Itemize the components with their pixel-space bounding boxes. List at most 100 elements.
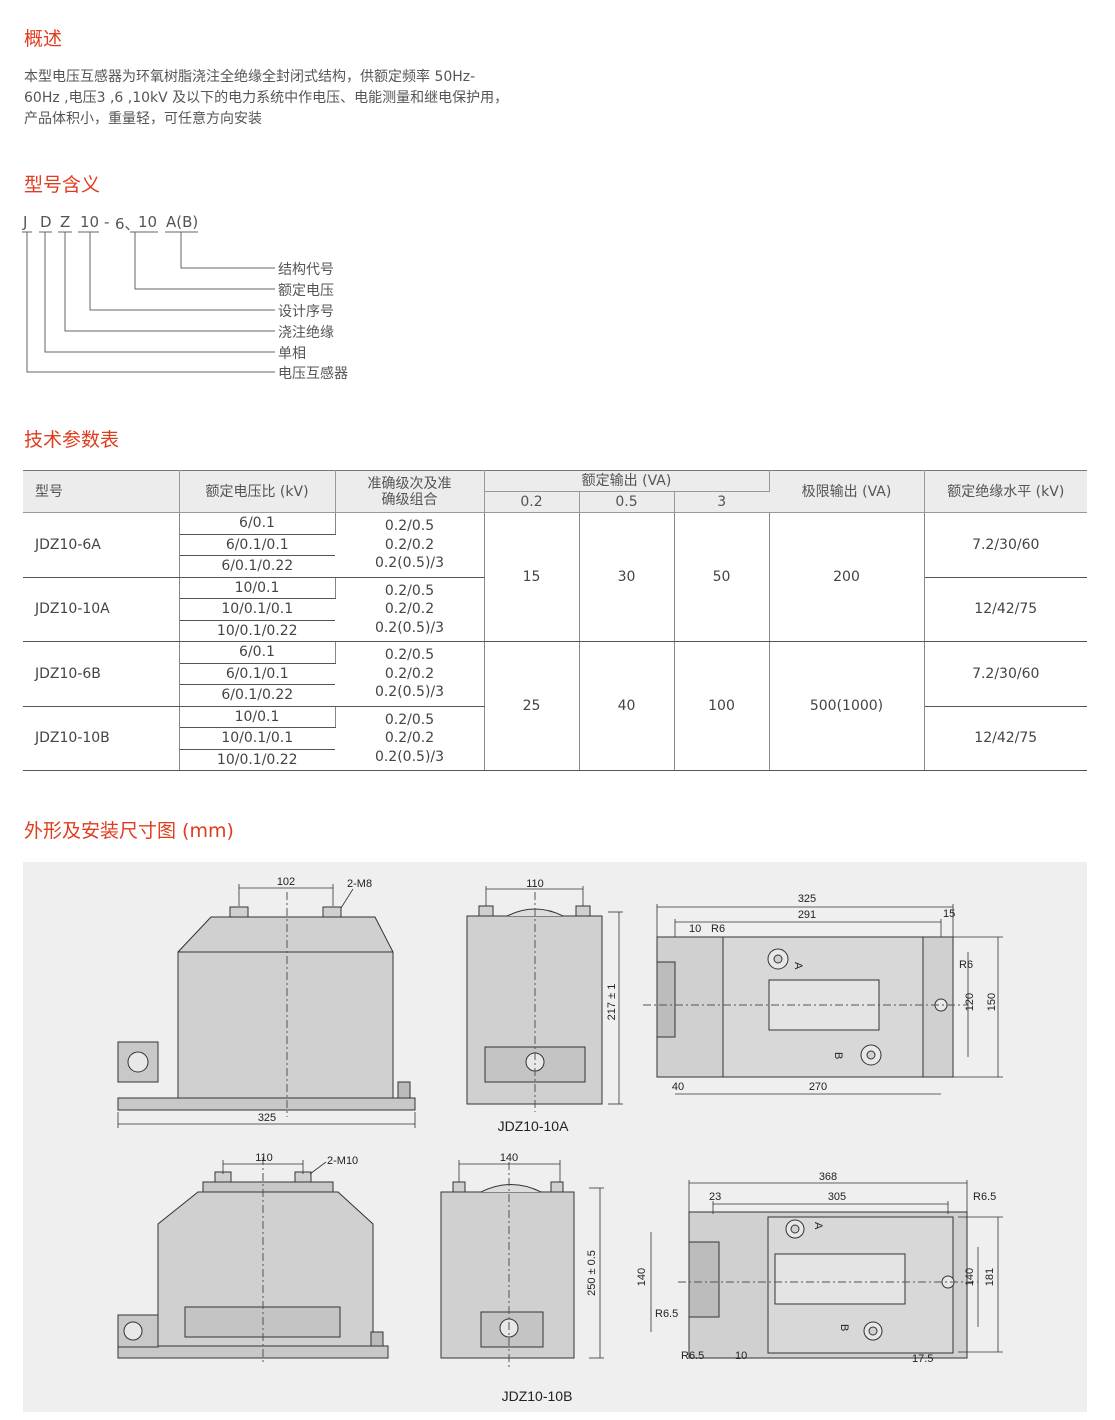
accuracy-value: 0.2/0.2 <box>384 536 435 553</box>
dim-b-radius-top: R6.5 <box>973 1191 996 1203</box>
ratio-cell: 6/0.1/0.22 <box>179 555 335 578</box>
model-cell: JDZ10-6B <box>23 641 180 707</box>
output-3-cell: 50 <box>674 512 770 642</box>
dim-a-top-total: 325 <box>798 893 816 905</box>
dim-b-radius-left: R6.5 <box>655 1308 678 1320</box>
dim-a-thread: 2-M8 <box>347 878 372 890</box>
dim-a-top-offset: 10 <box>689 923 701 935</box>
terminal-b-label: B <box>838 1324 850 1331</box>
ratio-cell: 6/0.1 <box>179 512 336 535</box>
model-cell: JDZ10-6A <box>23 512 180 578</box>
accuracy-value: 0.2/0.2 <box>384 601 435 617</box>
accuracy-value: 0.2/0.5 <box>384 647 435 663</box>
jdz10-10a-side-dims <box>485 886 623 1105</box>
model-label-rated-voltage: 额定电压 <box>278 283 334 299</box>
dimension-drawings: 102 2-M8 325 110 217 ± 1 JDZ10-10A <box>23 862 1087 1412</box>
model-code-part: J <box>23 213 28 231</box>
jdz10-10a-side-view <box>466 892 603 1112</box>
spec-table: 型号 额定电压比 (kV) 准确级次及准确级组合 额定输出 (VA) 极限输出 … <box>23 470 1087 771</box>
jdz10-10a-top-dims <box>656 904 1003 1095</box>
dim-a-bottom-offset: 40 <box>672 1081 684 1093</box>
ratio-cell: 6/0.1/0.1 <box>179 534 335 556</box>
dim-b-top-offset: 23 <box>709 1191 721 1203</box>
header-rated-output: 额定输出 (VA) <box>484 470 770 492</box>
accuracy-value: 0.2(0.5)/3 <box>374 748 445 765</box>
terminal-b-label: B <box>832 1052 844 1059</box>
output-3-cell: 100 <box>674 641 770 771</box>
accuracy-cell: 0.2/0.5 0.2/0.2 0.2(0.5)/3 <box>335 577 485 642</box>
jdz10-10b-top-view <box>678 1211 978 1359</box>
model-label-design-serial: 设计序号 <box>278 304 334 320</box>
header-ratio: 额定电压比 (kV) <box>179 470 336 513</box>
model-meaning-heading: 型号含义 <box>24 174 101 196</box>
output-0-2-cell: 25 <box>484 641 580 771</box>
dim-b-front-width: 110 <box>255 1152 273 1164</box>
dimensions-heading: 外形及安装尺寸图 (mm) <box>24 820 234 842</box>
dim-b-top-inner: 305 <box>828 1191 846 1203</box>
model-cell: JDZ10-10B <box>23 706 180 771</box>
insulation-cell: 7.2/30/60 <box>924 512 1087 578</box>
model-cell: JDZ10-10A <box>23 577 180 642</box>
header-output-0-5: 0.5 <box>579 491 675 513</box>
dim-b-thread: 2-M10 <box>327 1155 358 1167</box>
accuracy-value: 0.2/0.5 <box>384 711 435 728</box>
dim-b-bottom-edge: 17.5 <box>912 1353 933 1365</box>
dim-a-radius-right: R6 <box>959 959 973 971</box>
dim-b-left-height: 140 <box>636 1268 648 1286</box>
dim-a-front-width: 102 <box>277 876 295 888</box>
limit-output-cell: 500(1000) <box>769 641 925 771</box>
terminal-a-label: A <box>792 962 804 970</box>
jdz10-10b-top-dims <box>650 1180 1003 1353</box>
dim-a-overall-width: 150 <box>986 993 998 1011</box>
dim-b-height: 250 ± 0.5 <box>586 1250 598 1296</box>
output-0-2-cell: 15 <box>484 512 580 642</box>
jdz10-10b-front-view <box>117 1157 389 1362</box>
dim-b-radius-bottom: R6.5 <box>681 1350 704 1362</box>
dim-a-top-inner: 291 <box>798 909 816 921</box>
accuracy-value: 0.2(0.5)/3 <box>374 684 445 700</box>
model-code-part: 6、 <box>115 215 140 233</box>
dim-a-side-width: 110 <box>526 878 544 890</box>
header-insulation: 额定绝缘水平 (kV) <box>924 470 1087 513</box>
jdz10-10b-side-view <box>440 1162 575 1367</box>
accuracy-value: 0.2/0.5 <box>384 518 435 534</box>
header-accuracy: 准确级次及准确级组合 <box>335 470 485 513</box>
model-code-part: 10 <box>80 213 100 231</box>
output-0-5-cell: 40 <box>579 641 675 771</box>
ratio-cell: 10/0.1 <box>179 577 336 599</box>
ratio-cell: 10/0.1/0.1 <box>179 598 335 621</box>
terminal-a-label: A <box>812 1222 824 1230</box>
header-model: 型号 <box>23 470 180 513</box>
ratio-cell: 6/0.1 <box>179 641 336 664</box>
jdz10-10a-front-dims <box>117 884 416 1128</box>
model-label-single-phase: 单相 <box>278 346 306 362</box>
jdz10-10b-front-dims <box>222 1160 327 1175</box>
dim-a-height: 217 ± 1 <box>606 984 618 1021</box>
insulation-cell: 7.2/30/60 <box>924 641 1087 707</box>
jdz10-10a-top-view <box>643 936 968 1078</box>
model-label-voltage-transformer: 电压互感器 <box>278 366 348 382</box>
jdz10-10a-front-view <box>117 892 416 1117</box>
output-0-5-cell: 30 <box>579 512 675 642</box>
model-label-cast-insulation: 浇注绝缘 <box>278 325 334 341</box>
model-code-part: D <box>40 213 52 231</box>
overview-heading: 概述 <box>24 28 63 50</box>
ratio-cell: 6/0.1/0.22 <box>179 684 335 707</box>
header-output-3: 3 <box>674 491 769 513</box>
accuracy-value: 0.2/0.5 <box>384 582 435 599</box>
accuracy-value: 0.2/0.2 <box>384 665 435 682</box>
ratio-cell: 10/0.1/0.1 <box>179 727 335 750</box>
ratio-cell: 10/0.1/0.22 <box>179 749 335 771</box>
model-code-part: A(B) <box>166 213 199 231</box>
overview-line: 产品体积小，重量轻，可任意方向安装 <box>24 111 262 127</box>
dim-b-top-total: 368 <box>819 1171 837 1183</box>
dim-b-side-width: 140 <box>500 1152 518 1164</box>
dim-b-slot-width: 140 <box>964 1268 976 1286</box>
caption-jdz10-10b: JDZ10-10B <box>502 1388 573 1404</box>
jdz10-10b-side-dims <box>458 1160 604 1359</box>
dim-a-slot-width: 120 <box>964 993 976 1011</box>
dim-a-radius-top: R6 <box>711 923 725 935</box>
caption-jdz10-10a: JDZ10-10A <box>498 1118 569 1134</box>
accuracy-cell: 0.2/0.5 0.2/0.2 0.2(0.5)/3 <box>335 512 485 578</box>
ratio-cell: 10/0.1/0.22 <box>179 620 335 642</box>
